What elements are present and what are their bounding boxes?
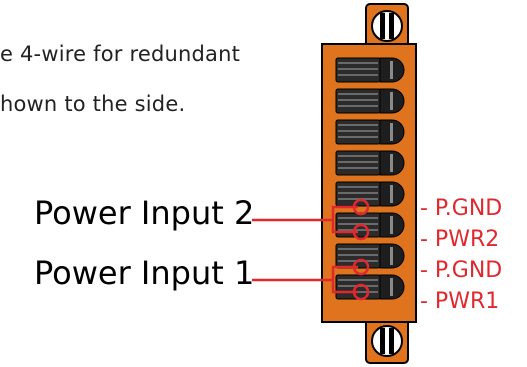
terminal-pin [335,57,405,83]
top-flange [365,3,409,49]
terminal-pin [335,88,405,114]
document-text-line-2: hown to the side. [0,92,186,116]
terminal-pin [335,119,405,145]
power-input-2-label: Power Input 2 [34,194,255,232]
pin-label-pwr1: - PWR1 [420,289,500,314]
pin-label-pwr2: - PWR2 [420,227,500,252]
wire-endpoints [352,198,370,301]
terminal-pin [335,243,405,269]
terminal-pin [335,150,405,176]
bottom-flange [365,318,409,364]
wire-power-input-1 [252,265,358,294]
pin-label-pgnd-2: - P.GND [420,196,503,221]
wire-power-input-2 [252,205,358,234]
pin-label-pgnd-1: - P.GND [420,258,503,283]
document-text-line-1: e 4-wire for redundant [0,42,241,66]
terminal-pin [335,274,405,300]
power-input-1-label: Power Input 1 [34,254,255,292]
terminal-pin [335,181,405,207]
terminal-pin [335,212,405,238]
